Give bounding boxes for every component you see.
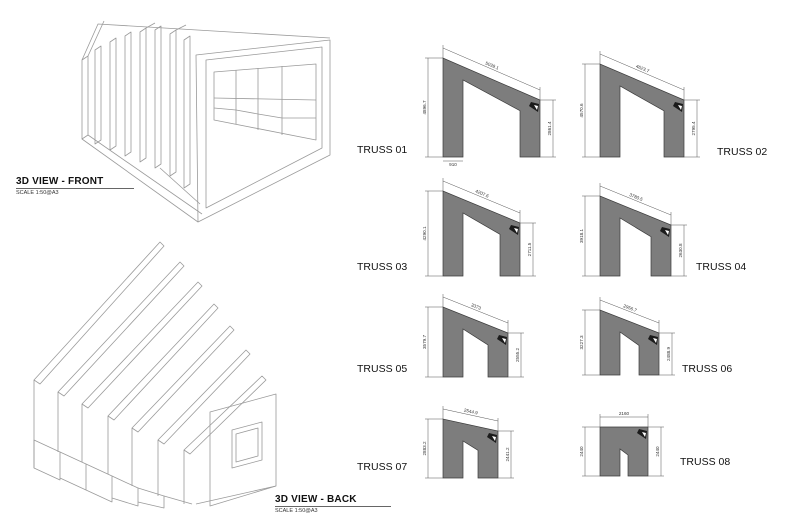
truss-frame — [442, 57, 541, 158]
back-view-underline — [275, 506, 391, 507]
left-dimension-value: 4570.6 — [579, 103, 584, 117]
corner-bracket — [648, 335, 658, 345]
right-dimension-value: 2488.9 — [666, 347, 671, 361]
right-dimension-value: 2861.4 — [547, 121, 552, 135]
corner-bracket-highlight — [534, 105, 538, 110]
top-dimension-value: 4623.7 — [635, 64, 650, 74]
top-dimension-line — [442, 47, 541, 91]
top-dimension-line — [442, 296, 509, 324]
top-dimension-line — [442, 180, 521, 214]
right-dimension-value: 2441.2 — [505, 447, 510, 461]
left-dimension-value: 3918.1 — [579, 229, 584, 243]
top-dimension-value: 2956.7 — [623, 303, 638, 313]
top-dimension-line — [442, 408, 499, 422]
left-dimension-value: 4896.7 — [422, 100, 427, 114]
left-dimension-value: 2440 — [579, 446, 584, 457]
top-dimension-line — [599, 299, 660, 324]
left-dimension-value: 4290.1 — [422, 226, 427, 240]
corner-bracket-highlight — [653, 338, 657, 343]
front-view-underline — [16, 188, 134, 189]
truss-01: 5039.1 4896.7 2861.4 910 TRUSS 01 — [357, 45, 556, 167]
truss-frame — [599, 63, 685, 158]
corner-bracket-highlight — [492, 436, 496, 441]
top-dimension-line — [599, 53, 685, 91]
truss-frame — [599, 426, 649, 477]
truss-label: TRUSS 07 — [357, 461, 407, 473]
corner-bracket-highlight — [642, 432, 646, 437]
right-dimension-value: 2555.2 — [515, 348, 520, 362]
truss-label: TRUSS 01 — [357, 144, 407, 156]
truss-label: TRUSS 05 — [357, 363, 407, 375]
front-view-title: 3D VIEW - FRONT — [16, 176, 104, 187]
right-dimension-value: 2795.4 — [691, 121, 696, 135]
truss-label: TRUSS 03 — [357, 261, 407, 273]
corner-bracket-highlight — [514, 228, 518, 233]
corner-bracket — [529, 102, 539, 112]
left-dimension-value: 3579.7 — [422, 335, 427, 349]
corner-bracket-highlight — [678, 105, 682, 110]
top-dimension-value: 2544.9 — [463, 408, 478, 416]
back-view-scale: SCALE 1:50@A3 — [275, 508, 318, 514]
left-dimension-value: 2883.2 — [422, 441, 427, 455]
truss-label: TRUSS 08 — [680, 456, 730, 468]
right-dimension-value: 2440 — [655, 446, 660, 457]
corner-bracket — [509, 225, 519, 235]
right-dimension-value: 2711.5 — [527, 242, 532, 256]
truss-label: TRUSS 04 — [696, 261, 746, 273]
corner-bracket — [673, 102, 683, 112]
corner-bracket — [497, 335, 507, 345]
top-dimension-value: 3373 — [470, 302, 482, 311]
truss-frame — [442, 418, 499, 479]
truss-frame — [599, 309, 660, 376]
corner-bracket-highlight — [665, 230, 669, 235]
corner-bracket — [487, 433, 497, 443]
corner-bracket — [637, 429, 647, 439]
truss-frame — [442, 190, 521, 277]
right-dimension-value: 2630.8 — [678, 243, 683, 257]
corner-bracket — [660, 227, 670, 237]
top-dimension-value: 3780.5 — [629, 192, 644, 202]
truss-frame — [442, 306, 509, 378]
truss-label: TRUSS 02 — [717, 146, 767, 158]
front-view-scale: SCALE 1:50@A3 — [16, 190, 59, 196]
top-dimension-value: 4207.6 — [475, 189, 490, 199]
top-dimension-value: 5039.1 — [485, 61, 500, 71]
bottom-dimension-value: 910 — [449, 162, 457, 167]
top-dimension-value: 2160 — [619, 411, 630, 416]
corner-bracket-highlight — [502, 338, 506, 343]
truss-label: TRUSS 06 — [682, 363, 732, 375]
back-view-title: 3D VIEW - BACK — [275, 494, 357, 505]
truss-frame — [599, 195, 672, 277]
left-dimension-value: 3227.3 — [579, 335, 584, 349]
top-dimension-line — [599, 185, 672, 216]
